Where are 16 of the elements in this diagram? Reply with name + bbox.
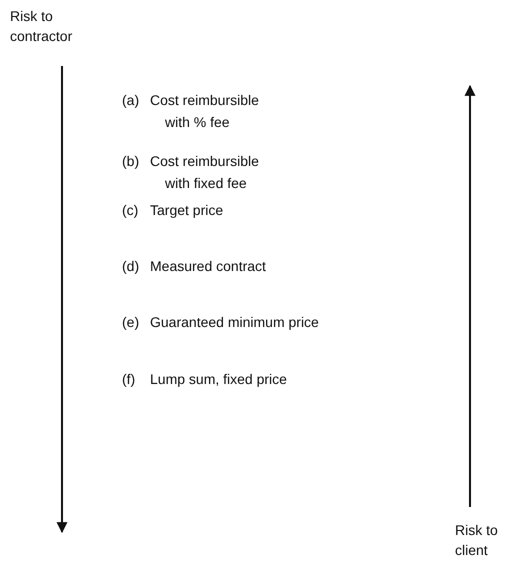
item-letter: (b) <box>122 152 140 171</box>
item-letter: (d) <box>122 257 140 276</box>
item-letter: (a) <box>122 91 140 110</box>
contract-type: Guaranteed minimum price <box>150 313 320 332</box>
axis-label: Risk to contractor <box>10 6 100 46</box>
arrow <box>56 66 68 534</box>
item-letter: (c) <box>122 201 138 220</box>
axis-label: Risk to client <box>455 520 507 560</box>
item-letter: (f) <box>122 370 136 389</box>
item-letter: (e) <box>122 313 140 332</box>
contract-type: Measured contract <box>150 257 267 276</box>
contract-type: Cost reimbursible with fixed fee <box>150 152 260 193</box>
contract-type: Target price <box>150 201 224 220</box>
contract-type: Cost reimbursible with % fee <box>150 91 260 132</box>
arrow <box>464 84 476 507</box>
contract-type: Lump sum, fixed price <box>150 370 288 389</box>
